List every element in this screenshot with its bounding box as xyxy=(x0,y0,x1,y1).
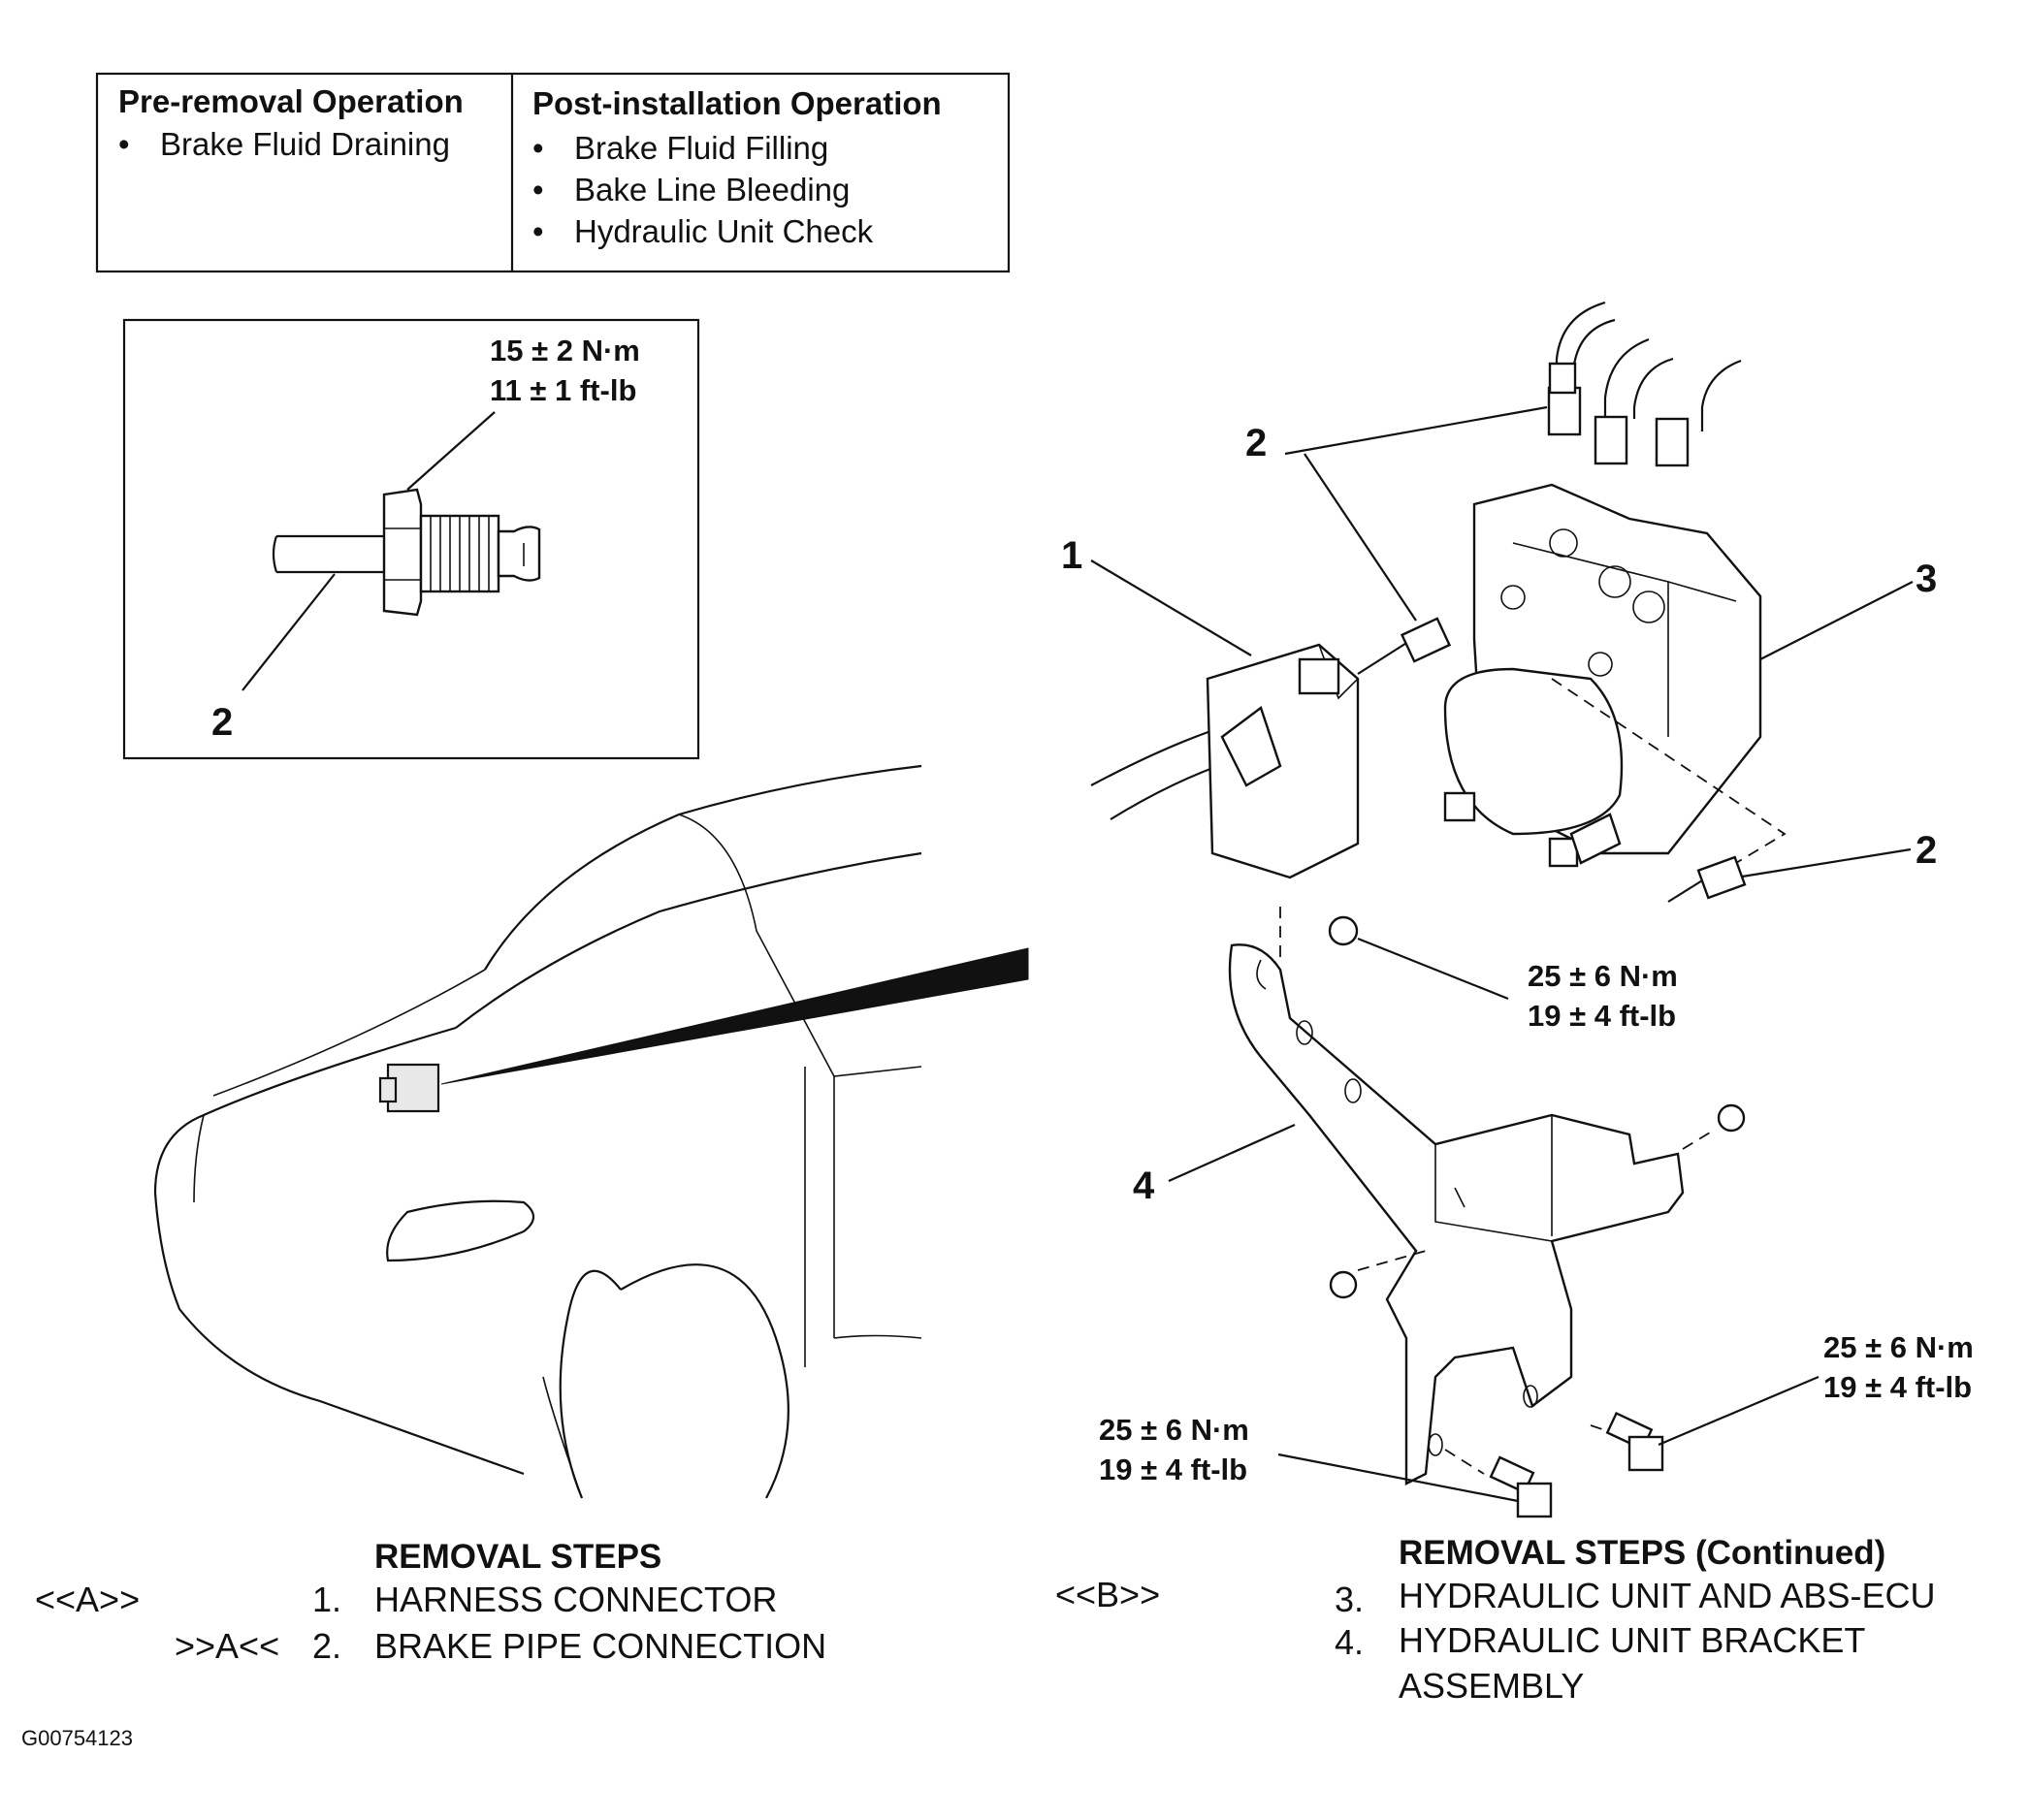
bolt-bottom-torque-ftlb: 19 ± 4 ft-lb xyxy=(1099,1453,1247,1486)
callout-4: 4 xyxy=(1133,1165,1155,1207)
callout-2-leader-b xyxy=(1304,453,1417,622)
removal-step-text-line2: ASSEMBLY xyxy=(1399,1666,1584,1706)
removal-step-number: 3. xyxy=(1335,1580,1364,1619)
callout-1-leader xyxy=(1090,559,1252,656)
removal-step-number: 2. xyxy=(312,1626,341,1666)
brake-pipe-inset: 15 ± 2 N·m 11 ± 1 ft-lb 2 xyxy=(122,318,700,760)
operations-table: Pre-removal Operation • Brake Fluid Drai… xyxy=(95,72,1011,273)
pre-removal-title: Pre-removal Operation xyxy=(118,83,464,119)
removal-steps-continued: REMOVAL STEPS (Continued) <<B>> 3. HYDRA… xyxy=(1055,1534,1935,1706)
location-pointer-wedge xyxy=(440,947,1029,1085)
callout-3-leader xyxy=(1759,581,1914,660)
post-installation-bullet: • xyxy=(532,172,544,208)
inset-torque-nm: 15 ± 2 N·m xyxy=(490,334,640,367)
removal-step-text: HYDRAULIC UNIT BRACKET xyxy=(1399,1620,1865,1660)
post-installation-item: Hydraulic Unit Check xyxy=(574,213,874,249)
post-installation-bullet: • xyxy=(532,130,544,166)
removal-steps-continued-title: REMOVAL STEPS (Continued) xyxy=(1399,1534,1885,1572)
callout-2-top: 2 xyxy=(1245,422,1267,464)
removal-steps-title: REMOVAL STEPS xyxy=(374,1538,661,1576)
callout-4-leader xyxy=(1168,1123,1296,1183)
removal-step-marker: <<A>> xyxy=(35,1580,140,1619)
pre-removal-bullet: • xyxy=(118,126,130,162)
post-installation-item: Bake Line Bleeding xyxy=(574,172,850,208)
removal-step-number: 1. xyxy=(312,1580,341,1619)
inset-callout-2: 2 xyxy=(211,701,233,744)
brake-pipe-flare-nut-drawing xyxy=(272,488,541,617)
callout-1: 1 xyxy=(1061,534,1082,577)
post-installation-item: Brake Fluid Filling xyxy=(574,130,828,166)
inset-torque-ftlb: 11 ± 1 ft-lb xyxy=(490,373,636,407)
removal-steps: REMOVAL STEPS <<A>> 1. HARNESS CONNECTOR… xyxy=(35,1538,826,1666)
brake-pipes-top xyxy=(1547,301,1742,467)
harness-connector xyxy=(1090,643,1360,879)
hydraulic-unit-bracket xyxy=(1228,943,1685,1485)
abs-location-marker xyxy=(386,1063,440,1113)
bracket-nut-torque-ftlb: 19 ± 4 ft-lb xyxy=(1528,999,1676,1033)
callout-2-leader-a xyxy=(1284,405,1548,456)
removal-step-text: BRAKE PIPE CONNECTION xyxy=(374,1626,826,1666)
bracket-nut-torque-nm: 25 ± 6 N·m xyxy=(1528,959,1678,993)
removal-step-marker: <<B>> xyxy=(1055,1575,1160,1614)
removal-step-marker: >>A<< xyxy=(175,1626,279,1666)
operations-table-border xyxy=(95,72,1011,273)
bracket-bolt-bottom xyxy=(1444,1449,1553,1518)
vehicle-front-outline xyxy=(153,764,1029,1499)
bolt-right-torque-nm: 25 ± 6 N·m xyxy=(1823,1330,1974,1364)
bracket-nut xyxy=(1328,915,1359,946)
callout-3: 3 xyxy=(1916,558,1937,600)
removal-step-text: HARNESS CONNECTOR xyxy=(374,1580,777,1619)
inset-torque-leader xyxy=(406,411,496,491)
inset-callout-leader xyxy=(242,573,336,691)
figure-code: G00754123 xyxy=(21,1726,133,1750)
bolt-bottom-torque-nm: 25 ± 6 N·m xyxy=(1099,1413,1249,1447)
removal-step-number: 4. xyxy=(1335,1622,1364,1662)
post-installation-title: Post-installation Operation xyxy=(532,85,942,121)
callout-2-bottom-leader xyxy=(1735,847,1912,879)
post-installation-bullet: • xyxy=(532,213,544,249)
bolt-right-torque-ftlb: 19 ± 4 ft-lb xyxy=(1823,1370,1972,1404)
removal-step-text: HYDRAULIC UNIT AND ABS-ECU xyxy=(1399,1576,1935,1615)
hydraulic-unit xyxy=(1443,483,1762,868)
inset-border xyxy=(122,318,700,760)
callout-2-bottom: 2 xyxy=(1916,829,1937,872)
exploded-view: 2 1 xyxy=(1061,301,1974,1518)
pre-removal-item: Brake Fluid Draining xyxy=(160,126,450,162)
bracket-bolt-right xyxy=(1590,1411,1664,1472)
